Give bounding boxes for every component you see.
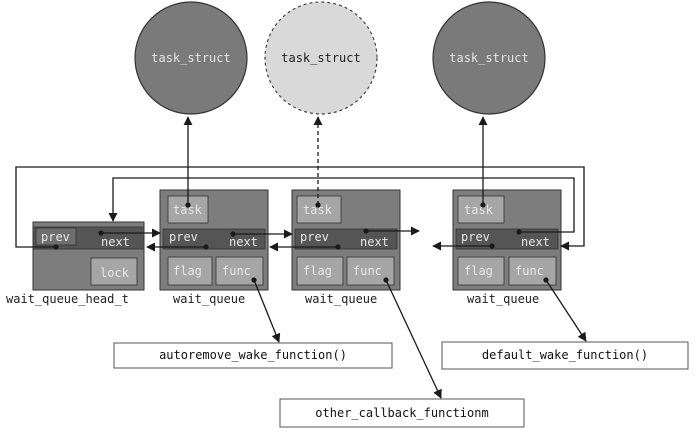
task-struct-label: task_struct — [281, 51, 360, 65]
task-label: task — [303, 203, 333, 217]
task-struct-node-1: task_struct — [134, 1, 248, 115]
wait-queue-node-2: task prev next flag func — [291, 189, 401, 291]
flag-field — [167, 256, 213, 286]
next-label: next — [229, 235, 258, 249]
tail-next-wrap-arrow — [108, 177, 575, 233]
prev-label: prev — [461, 230, 490, 244]
other-callback-function-label: other_callback_functionm — [315, 406, 488, 420]
link-band — [294, 228, 398, 250]
func-label: func — [515, 264, 544, 278]
flag-label: flag — [464, 264, 493, 278]
wait-queue-node-1: task prev next flag func — [159, 189, 269, 291]
task-struct-node-3: task_struct — [432, 1, 546, 115]
next-label: next — [521, 235, 550, 249]
flag-label: flag — [303, 264, 332, 278]
task-struct-node-2: task_struct — [264, 1, 378, 115]
task-label: task — [464, 203, 494, 217]
default-wake-function-label: default_wake_function() — [482, 348, 648, 362]
task-struct-label: task_struct — [449, 51, 528, 65]
func-label: func — [222, 264, 251, 278]
head-next-label: next — [101, 235, 130, 249]
default-wake-function-box: default_wake_function() — [441, 341, 689, 370]
task-label: task — [173, 203, 203, 217]
prev-label: prev — [300, 230, 329, 244]
autoremove-wake-function-label: autoremove_wake_function() — [159, 348, 347, 362]
other-callback-function-box: other_callback_functionm — [279, 398, 525, 428]
prev-label: prev — [169, 230, 198, 244]
head-prev-wrap-arrow — [15, 166, 585, 251]
head-prev-label: prev — [41, 230, 70, 244]
link-band — [455, 228, 559, 250]
task-field — [457, 195, 505, 224]
queue-caption: wait_queue — [173, 292, 245, 306]
next-label: next — [360, 235, 389, 249]
func-label: func — [353, 264, 382, 278]
wait-queue-node-3: task prev next flag func — [452, 189, 562, 291]
task-field — [296, 195, 342, 224]
flag-label: flag — [173, 264, 202, 278]
head-caption: wait_queue_head_t — [6, 292, 129, 306]
autoremove-wake-function-box: autoremove_wake_function() — [113, 342, 393, 369]
queue-caption: wait_queue — [467, 292, 539, 306]
head-lock-field — [90, 257, 138, 286]
func-pointer-arrow-1 — [253, 279, 281, 343]
func-pointer-arrow-2 — [385, 279, 442, 399]
flag-field — [457, 256, 505, 286]
flag-field — [296, 256, 344, 286]
queue-caption: wait_queue — [305, 292, 377, 306]
task-struct-label: task_struct — [151, 51, 230, 65]
head-lock-label: lock — [100, 266, 130, 280]
func-pointer-arrow-3 — [545, 279, 587, 342]
wait-queue-head: prev next lock — [32, 221, 145, 291]
